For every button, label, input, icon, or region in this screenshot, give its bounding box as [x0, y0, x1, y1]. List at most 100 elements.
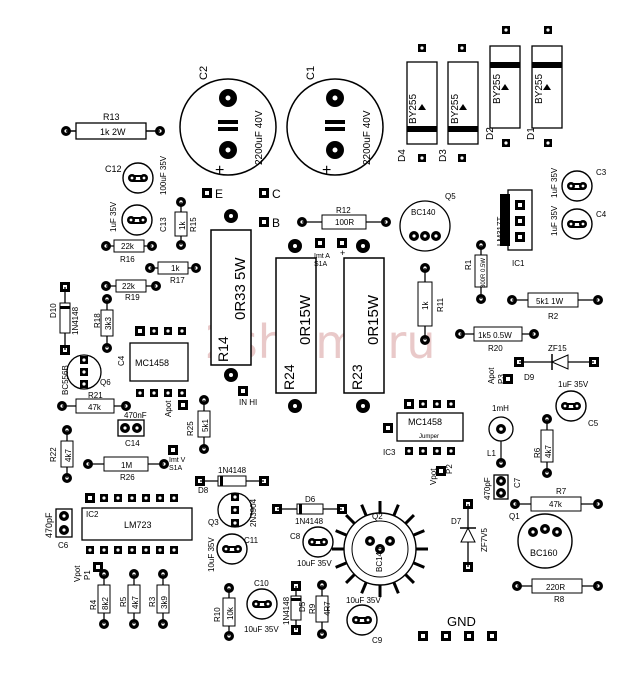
r15-ref: R15	[189, 217, 198, 232]
resistor-r24	[275, 239, 317, 413]
heatsink-fin	[335, 561, 348, 569]
d6-ref: D6	[305, 495, 316, 504]
resistor-r2	[507, 292, 603, 308]
c4-right-ref: C4	[596, 210, 607, 219]
d4-ref: D4	[397, 149, 408, 162]
d2-value: BY255	[492, 74, 503, 104]
r1-value: 300R 0.5W	[481, 258, 487, 288]
zf15-label: ZF15	[548, 344, 567, 353]
d4-value: BY255	[408, 94, 419, 124]
d7-ref: D7	[451, 517, 462, 526]
r6-value: 4k7	[544, 445, 553, 458]
capacitor-c6	[55, 508, 73, 538]
resistor-r8	[512, 578, 603, 594]
q6-value: BC556B	[61, 365, 70, 395]
diode-d6	[272, 503, 347, 515]
resistor-r18	[100, 294, 114, 353]
c7-ref: C7	[513, 477, 522, 488]
pad-e-label: E	[215, 187, 223, 201]
r10-value: 10k	[226, 606, 235, 620]
resistor-r20	[455, 326, 539, 342]
resistor-r25	[197, 395, 211, 454]
heatsink-fin	[412, 561, 425, 569]
c14-ref: C14	[125, 439, 140, 448]
r3-ref: R3	[148, 596, 157, 607]
capacitor-c5	[555, 390, 587, 422]
vpot-p1-label: Vpot	[73, 565, 82, 582]
resistor-r7	[510, 496, 603, 512]
resistor-r19	[101, 279, 161, 293]
d3-value: BY255	[450, 94, 461, 124]
heatsink-fin	[392, 581, 400, 594]
r18-value: 3k3	[104, 317, 113, 330]
heatsink-fin	[335, 529, 348, 537]
c11-ref: C11	[244, 536, 259, 545]
d1-ref: D1	[526, 127, 537, 140]
r14-ref: R14	[215, 336, 231, 362]
d6-value: 1N4148	[295, 517, 324, 526]
r17-ref: R17	[170, 276, 185, 285]
transistor-q1	[517, 513, 573, 569]
q5-value: BC140	[411, 208, 436, 217]
p3-ref: P3	[497, 374, 506, 384]
ic-mc1458-center	[383, 399, 464, 455]
diode-d3	[447, 44, 479, 162]
diode-d5	[290, 581, 302, 635]
r3-value: 3k9	[160, 596, 169, 609]
c3-value: 1uF 35V	[550, 167, 559, 198]
resistor-r13	[61, 122, 165, 140]
r21-ref: R21	[88, 391, 103, 400]
capacitor-c9	[346, 604, 378, 636]
ic-mc1458-left	[129, 326, 189, 397]
p2-ref: P2	[445, 464, 454, 474]
capacitor-c2: +	[179, 78, 277, 179]
svg-text:+: +	[322, 162, 331, 179]
transistor-q5	[399, 200, 451, 252]
r26-ref: R26	[120, 473, 135, 482]
imt-a-label: Imt A	[314, 253, 330, 260]
heatsink-fin	[404, 573, 416, 585]
pad-b-label: B	[272, 216, 280, 230]
c6-value: 470pF	[44, 512, 54, 538]
q2-value: BC140	[375, 547, 384, 572]
gnd-pads	[418, 631, 497, 641]
l1-value: 1mH	[492, 404, 509, 413]
r7-ref: R7	[556, 487, 567, 496]
d5-value: 1N4148	[282, 596, 291, 625]
r21-value: 47k	[88, 403, 102, 412]
resistor-r4	[97, 569, 111, 629]
heatsink-fin	[412, 529, 425, 537]
c4-left-ref: C4	[117, 355, 126, 366]
apot-label: Apot	[164, 400, 173, 417]
d10-ref: D10	[49, 303, 58, 318]
q2-ref: Q2	[372, 512, 383, 521]
diode-d10	[59, 282, 71, 355]
r4-ref: R4	[89, 599, 98, 610]
jumper-label: Jumper	[419, 434, 439, 440]
r13-ref: R13	[103, 112, 120, 122]
c6-ref: C6	[58, 541, 69, 550]
resistor-r11	[417, 263, 433, 345]
r8-ref: R8	[554, 595, 565, 604]
c9-ref: C9	[372, 636, 383, 645]
vpot-p2-label: Vpot	[429, 468, 438, 485]
heatsink-fin	[360, 504, 368, 517]
c8-ref: C8	[290, 532, 301, 541]
heatsink-fin	[344, 513, 356, 525]
ic-left-part: MC1458	[135, 358, 169, 368]
capacitor-c10	[246, 588, 278, 620]
heatsink-fin	[360, 581, 368, 594]
c11-value: 10uF 35V	[207, 537, 216, 572]
resistor-r17	[145, 261, 201, 275]
capacitor-c1: +	[286, 78, 384, 179]
r5-ref: R5	[119, 596, 128, 607]
p1-ref: P1	[83, 570, 92, 580]
ic3-ref: IC3	[383, 448, 396, 457]
r2-ref: R2	[548, 312, 559, 321]
r25-ref: R25	[186, 421, 195, 436]
r8-value: 220R	[546, 583, 565, 592]
svg-text:+: +	[215, 162, 224, 179]
capacitor-c12	[122, 162, 154, 194]
ic1-value: LM317T	[496, 217, 505, 246]
r23-ref: R23	[349, 364, 365, 390]
